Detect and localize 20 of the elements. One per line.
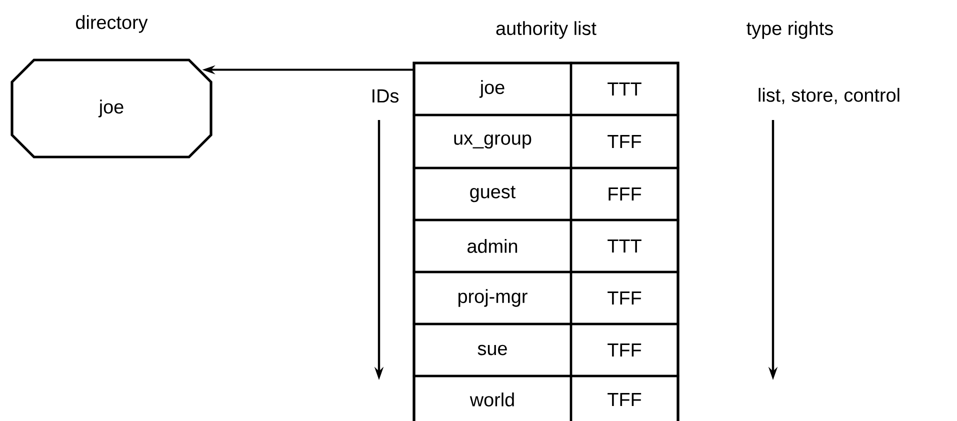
- table-cell: TFF: [570, 374, 680, 421]
- table-cell: TFF: [570, 322, 680, 378]
- label: IDs: [372, 89, 399, 103]
- heading: directory: [76, 15, 148, 33]
- octagon-box: joe: [10, 58, 212, 158]
- label: type rights: [746, 21, 833, 39]
- table-cell: TTT: [570, 62, 680, 116]
- heading: authority list: [496, 21, 596, 39]
- table-cell: ux_group: [412, 114, 572, 170]
- table-cell: guest: [412, 166, 572, 222]
- table-cell: TFF: [570, 114, 680, 170]
- table-cell: TFF: [570, 270, 680, 326]
- table-cell: FFF: [570, 166, 680, 222]
- table-cell: sue: [412, 322, 572, 378]
- table-cell: world: [412, 374, 572, 421]
- table-cell: joe: [412, 62, 572, 116]
- table-cell: proj-mgr: [412, 270, 572, 326]
- table-cell: admin: [412, 218, 572, 274]
- table-cell: TTT: [570, 218, 680, 274]
- label: list, store, control: [758, 88, 900, 104]
